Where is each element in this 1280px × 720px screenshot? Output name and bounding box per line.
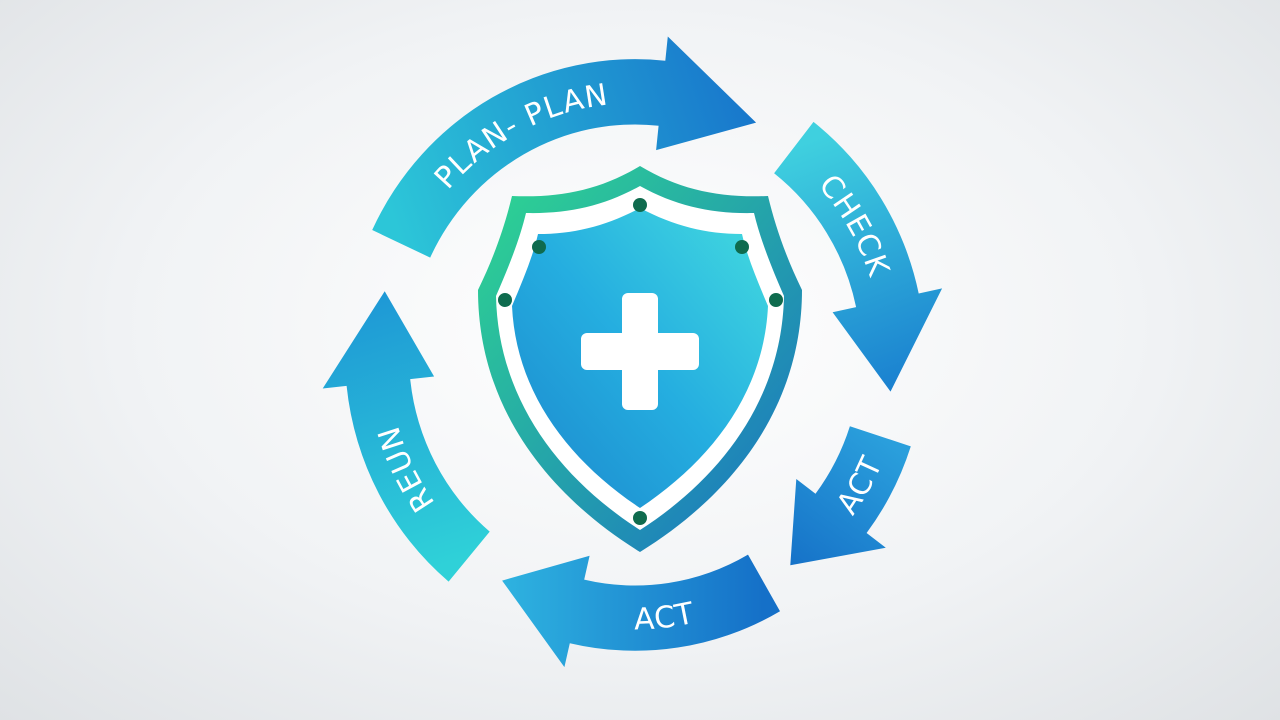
arrow-run: REUN xyxy=(322,291,490,582)
shield-icon xyxy=(478,166,802,552)
arrow-shape xyxy=(372,36,757,258)
arrow-shape xyxy=(790,426,911,566)
arrow-label: ACT xyxy=(633,596,697,638)
arrow-shape xyxy=(322,291,490,582)
medical-cross-icon xyxy=(581,293,699,410)
arrow-shape xyxy=(502,554,780,668)
arrow-act-right: ACT xyxy=(790,426,911,566)
arrow-shape xyxy=(774,121,943,392)
arrow-check: CHECK xyxy=(774,121,943,392)
shield-rivets xyxy=(498,198,783,525)
arrow-act-bottom: ACT xyxy=(502,554,780,668)
